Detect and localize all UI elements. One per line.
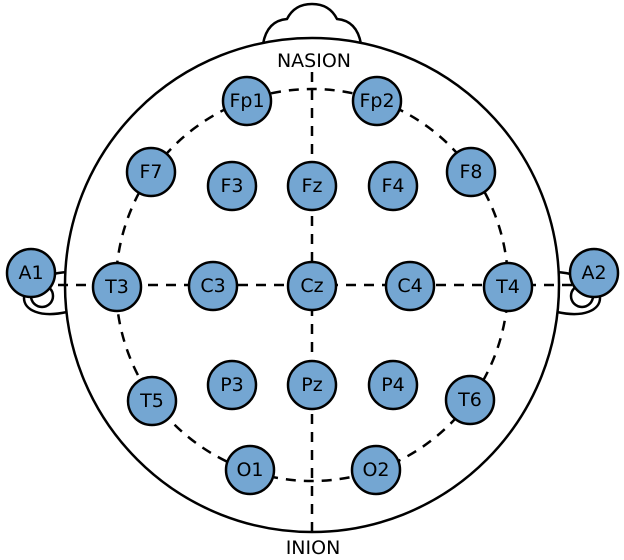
- svg-text:T6: T6: [457, 389, 482, 411]
- electrode-f3: F3: [206, 160, 258, 212]
- electrode-t4: T4: [482, 261, 534, 313]
- nose-outline: [261, 2, 363, 45]
- electrode-fp2: Fp2: [351, 75, 403, 127]
- electrode-p4: P4: [367, 359, 419, 411]
- svg-text:F4: F4: [381, 175, 404, 197]
- electrode-p3: P3: [206, 359, 258, 411]
- electrode-t6: T6: [444, 374, 496, 426]
- nasion-label: NASION: [277, 50, 351, 72]
- electrode-a2: A2: [568, 247, 620, 299]
- electrode-pz: Pz: [286, 359, 338, 411]
- svg-text:Cz: Cz: [300, 275, 323, 297]
- electrode-t3: T3: [91, 261, 143, 313]
- svg-text:T5: T5: [139, 390, 164, 412]
- electrode-o2: O2: [350, 444, 402, 496]
- electrode-fp1: Fp1: [221, 75, 273, 127]
- svg-text:F3: F3: [220, 175, 243, 197]
- svg-text:C4: C4: [397, 275, 422, 297]
- svg-text:P4: P4: [381, 374, 405, 396]
- electrode-cz: Cz: [286, 260, 338, 312]
- inion-label: INION: [286, 537, 341, 559]
- electrode-o1: O1: [224, 444, 276, 496]
- svg-text:Fp1: Fp1: [229, 90, 264, 112]
- electrode-t5: T5: [126, 375, 178, 427]
- svg-text:T3: T3: [104, 276, 129, 298]
- electrode-fz: Fz: [286, 160, 338, 212]
- svg-text:Fz: Fz: [302, 175, 323, 197]
- electrode-f4: F4: [367, 160, 419, 212]
- svg-text:F7: F7: [139, 161, 162, 183]
- electrode-c4: C4: [384, 260, 436, 312]
- svg-text:A1: A1: [18, 262, 43, 284]
- svg-text:O2: O2: [362, 459, 389, 481]
- svg-text:Pz: Pz: [301, 374, 322, 396]
- electrode-c3: C3: [187, 260, 239, 312]
- electrode-f8: F8: [445, 146, 497, 198]
- svg-text:T4: T4: [495, 276, 520, 298]
- svg-text:P3: P3: [220, 374, 244, 396]
- svg-text:O1: O1: [236, 459, 263, 481]
- svg-text:Fp2: Fp2: [359, 90, 394, 112]
- svg-text:C3: C3: [200, 275, 225, 297]
- svg-text:A2: A2: [581, 262, 606, 284]
- svg-text:F8: F8: [459, 161, 482, 183]
- electrode-f7: F7: [125, 146, 177, 198]
- electrode-a1: A1: [5, 247, 57, 299]
